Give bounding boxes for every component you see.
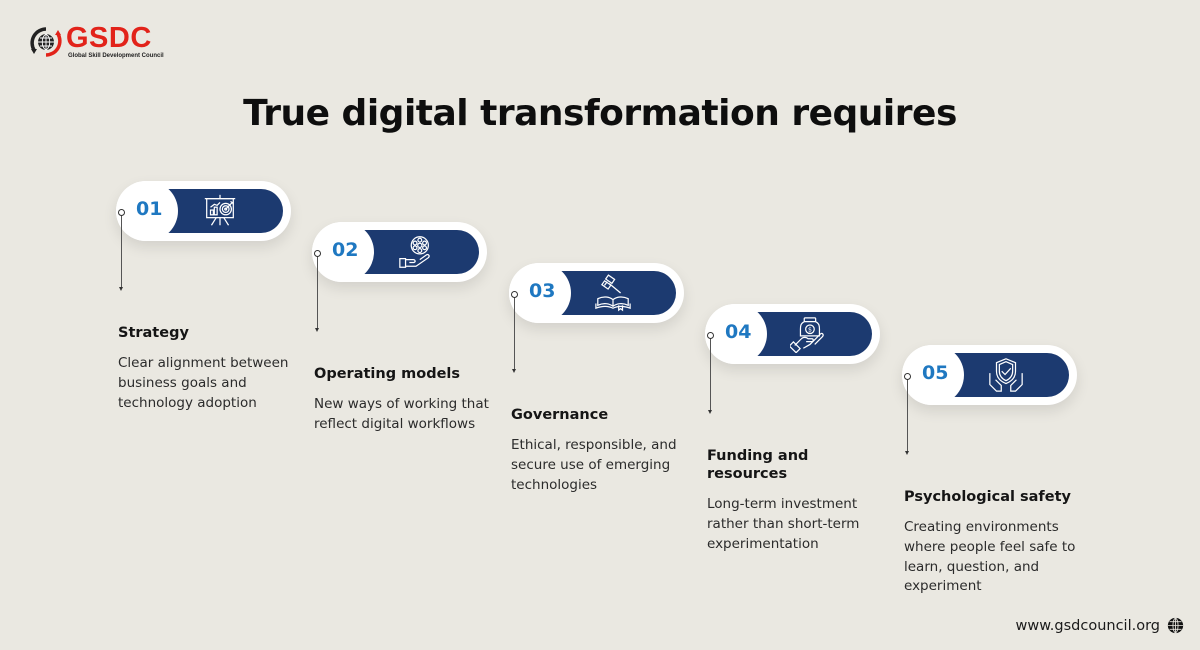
step-pill: 05 [902, 345, 1077, 405]
step-description: New ways of working that reflect digital… [314, 396, 489, 432]
footer: www.gsdcouncil.org [1016, 617, 1184, 634]
step-connector-arrow [118, 209, 125, 291]
step-connector-arrow [511, 291, 518, 373]
gsdc-logo: GSDC Global Skill Development Council [28, 22, 168, 62]
globe-logo-icon [30, 27, 62, 57]
step-description: Clear alignment between business goals a… [118, 355, 289, 411]
step-pill: 04 $ [705, 304, 880, 364]
website-link[interactable]: www.gsdcouncil.org [1015, 617, 1160, 634]
step-description: Ethical, responsible, and secure use of … [511, 437, 677, 493]
step-connector-arrow [707, 332, 714, 414]
step-pill: 03 [509, 263, 684, 323]
hands-shield-check-icon [987, 356, 1025, 394]
pill-number-cap [509, 263, 571, 323]
page-title: True digital transformation requires [243, 93, 957, 134]
presentation-target-icon [201, 192, 239, 230]
hand-gear-icon [397, 233, 435, 271]
gavel-book-icon [594, 274, 632, 312]
step-description: Long-term investment rather than short-t… [707, 496, 860, 552]
globe-icon [1167, 617, 1184, 634]
step-pill: 02 [312, 222, 487, 282]
step-number: 01 [136, 198, 163, 220]
pill-number-cap [312, 222, 374, 282]
step-heading: Operating models [314, 366, 461, 382]
svg-text:$: $ [808, 327, 812, 334]
step-heading: Strategy [118, 325, 189, 341]
step-heading: Funding and resources [707, 448, 809, 482]
step-number: 02 [332, 239, 359, 261]
step-connector-arrow [314, 250, 321, 332]
brand-tagline: Global Skill Development Council [68, 53, 164, 59]
hand-money-jar-icon: $ [788, 315, 828, 354]
step-heading: Psychological safety [904, 489, 1071, 505]
step-number: 05 [922, 362, 949, 384]
step-number: 03 [529, 280, 556, 302]
step-pill: 01 [116, 181, 291, 241]
brand-name: GSDC [66, 22, 152, 54]
step-connector-arrow [904, 373, 911, 455]
step-heading: Governance [511, 407, 609, 423]
step-description: Creating environments where people feel … [904, 519, 1076, 595]
pill-number-cap [705, 304, 767, 364]
step-number: 04 [725, 321, 752, 343]
pill-number-cap [902, 345, 964, 405]
pill-number-cap [116, 181, 178, 241]
